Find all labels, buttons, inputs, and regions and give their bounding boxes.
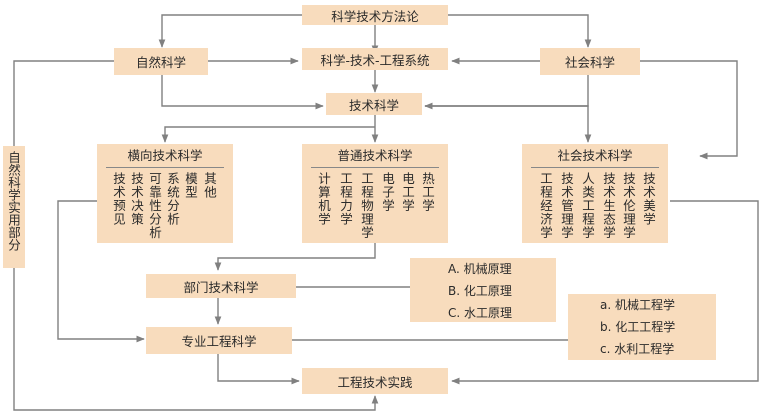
horizontal-col-4: 系统分析 [165, 172, 180, 226]
methodology-box: 科学技术方法论 [302, 5, 448, 25]
social-tech-title: 社会技术科学 [557, 148, 633, 163]
social-tech-col-3: 人类工程学 [580, 172, 595, 240]
department-tech-science-box: 部门技术科学 [146, 274, 296, 298]
sci-tech-eng-system-box: 科学-技术-工程系统 [302, 48, 448, 70]
natural-science-box: 自然科学 [114, 48, 208, 75]
prof-example-a: a. 机械工程学 [600, 298, 675, 312]
dept-examples-list: A. 机械原理 B. 化工原理 C. 水工原理 [448, 258, 512, 324]
social-tech-divider [531, 167, 659, 168]
general-col-6: 热工学 [420, 172, 435, 213]
dept-example-a: A. 机械原理 [448, 262, 512, 276]
general-tech-science-box: 普通技术科学 计算机学 工程力学 工程物理学 电子学 电工学 热工学 [302, 144, 448, 243]
dept-example-c: C. 水工原理 [448, 306, 513, 320]
general-divider [311, 167, 439, 168]
professional-label: 专业工程科学 [181, 334, 257, 349]
social-science-label: 社会科学 [564, 55, 615, 70]
horizontal-col-6: 其他 [202, 172, 217, 199]
general-col-3: 工程物理学 [359, 172, 374, 240]
prof-example-b: b. 化工工程学 [600, 320, 676, 334]
general-col-1: 计算机学 [316, 172, 331, 226]
general-col-5: 电工学 [400, 172, 415, 213]
dept-examples-box: A. 机械原理 B. 化工原理 C. 水工原理 [410, 258, 556, 322]
horizontal-col-1: 技术预见 [111, 172, 126, 226]
social-science-box: 社会科学 [540, 48, 640, 75]
practice-label: 工程技术实践 [337, 374, 413, 390]
system-label: 科学-技术-工程系统 [320, 52, 430, 68]
prof-example-c: c. 水利工程学 [600, 342, 675, 356]
social-tech-col-1: 工程经济学 [538, 172, 553, 240]
horizontal-tech-science-box: 横向技术科学 技术预见 技术决策 可靠性分析 系统分析 模型 其他 [97, 144, 233, 243]
natural-science-label: 自然科学 [135, 55, 186, 70]
general-col-2: 工程力学 [338, 172, 353, 226]
general-title: 普通技术科学 [337, 148, 413, 163]
social-tech-col-4: 技术生态学 [601, 172, 616, 240]
social-tech-col-5: 技术伦理学 [621, 172, 636, 240]
dept-example-b: B. 化工原理 [448, 284, 512, 298]
applied-part-label: 自然科学实用部分 [6, 151, 21, 251]
horizontal-col-5: 模型 [183, 172, 198, 199]
prof-examples-box: a. 机械工程学 b. 化工工程学 c. 水利工程学 [568, 294, 716, 360]
methodology-label: 科学技术方法论 [331, 8, 419, 24]
technical-science-box: 技术科学 [326, 93, 422, 115]
horizontal-title: 横向技术科学 [127, 148, 203, 163]
horizontal-col-3: 可靠性分析 [147, 172, 162, 240]
technical-science-label: 技术科学 [348, 97, 399, 113]
social-tech-science-box: 社会技术科学 工程经济学 技术管理学 人类工程学 技术生态学 技术伦理学 技术美… [522, 144, 668, 243]
engineering-practice-box: 工程技术实践 [302, 368, 448, 394]
prof-examples-list: a. 机械工程学 b. 化工工程学 c. 水利工程学 [600, 294, 675, 360]
social-tech-col-6: 技术美学 [641, 172, 656, 226]
professional-eng-science-box: 专业工程科学 [146, 327, 292, 354]
social-tech-col-2: 技术管理学 [559, 172, 574, 240]
horizontal-divider [106, 167, 224, 168]
general-col-4: 电子学 [380, 172, 395, 213]
applied-part-box: 自然科学实用部分 [3, 146, 25, 268]
department-label: 部门技术科学 [183, 279, 259, 295]
horizontal-col-2: 技术决策 [129, 172, 144, 226]
